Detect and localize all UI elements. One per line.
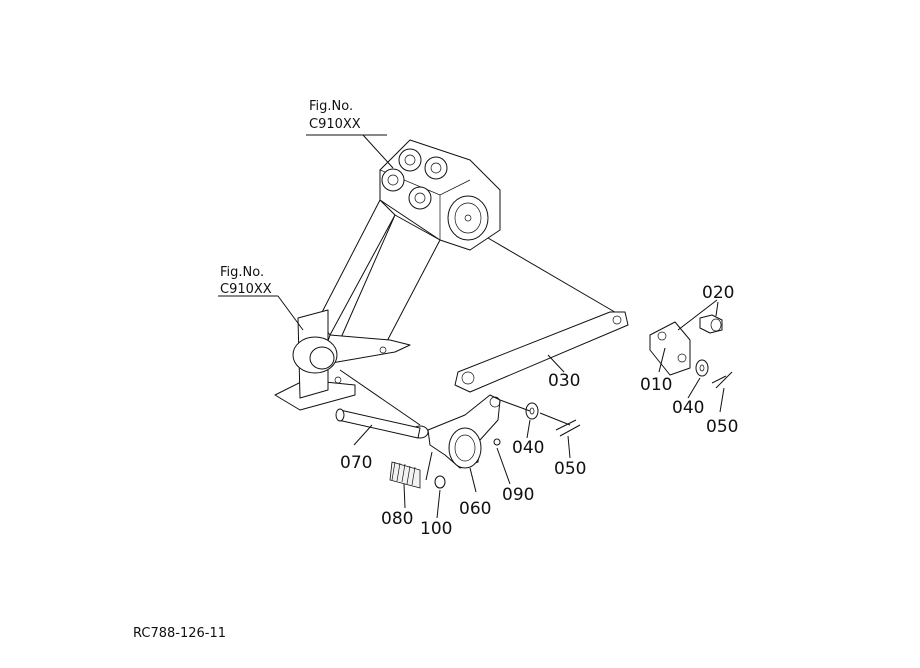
part-label-030: 030 <box>548 371 580 391</box>
fig-ref-top-line1: Fig.No. <box>309 99 353 114</box>
pin-090 <box>493 438 501 446</box>
washer-040-mid <box>525 402 539 420</box>
washer-040-right <box>695 359 709 377</box>
rod-030 <box>454 311 629 393</box>
bolt-020 <box>699 314 723 334</box>
pivot-mount <box>274 309 387 411</box>
clip-100 <box>434 475 446 489</box>
drawing-code: RC788-126-11 <box>133 626 226 641</box>
shaft-070 <box>335 408 421 439</box>
part-label-050-mid: 050 <box>554 459 586 479</box>
part-label-040-mid: 040 <box>512 438 544 458</box>
pin-050-right <box>711 371 733 389</box>
spring-080 <box>389 461 421 489</box>
plate-010 <box>649 321 691 376</box>
support-bracket <box>317 199 441 366</box>
part-label-050-right: 050 <box>706 417 738 437</box>
part-label-010: 010 <box>640 375 672 395</box>
leader-lines <box>218 134 725 519</box>
lever-060 <box>411 394 501 469</box>
part-label-040-right: 040 <box>672 398 704 418</box>
part-label-020: 020 <box>702 283 734 303</box>
valve-block <box>379 139 501 251</box>
part-label-060: 060 <box>459 499 491 519</box>
fig-ref-top-line2: C910XX <box>309 117 361 132</box>
part-label-090: 090 <box>502 485 534 505</box>
part-label-080: 080 <box>381 509 413 529</box>
fig-ref-left-line1: Fig.No. <box>220 265 264 280</box>
fig-ref-left-line2: C910XX <box>220 282 272 297</box>
part-label-100: 100 <box>420 519 452 539</box>
link-line <box>487 237 626 319</box>
pin-050-mid <box>555 419 581 437</box>
part-label-070: 070 <box>340 453 372 473</box>
